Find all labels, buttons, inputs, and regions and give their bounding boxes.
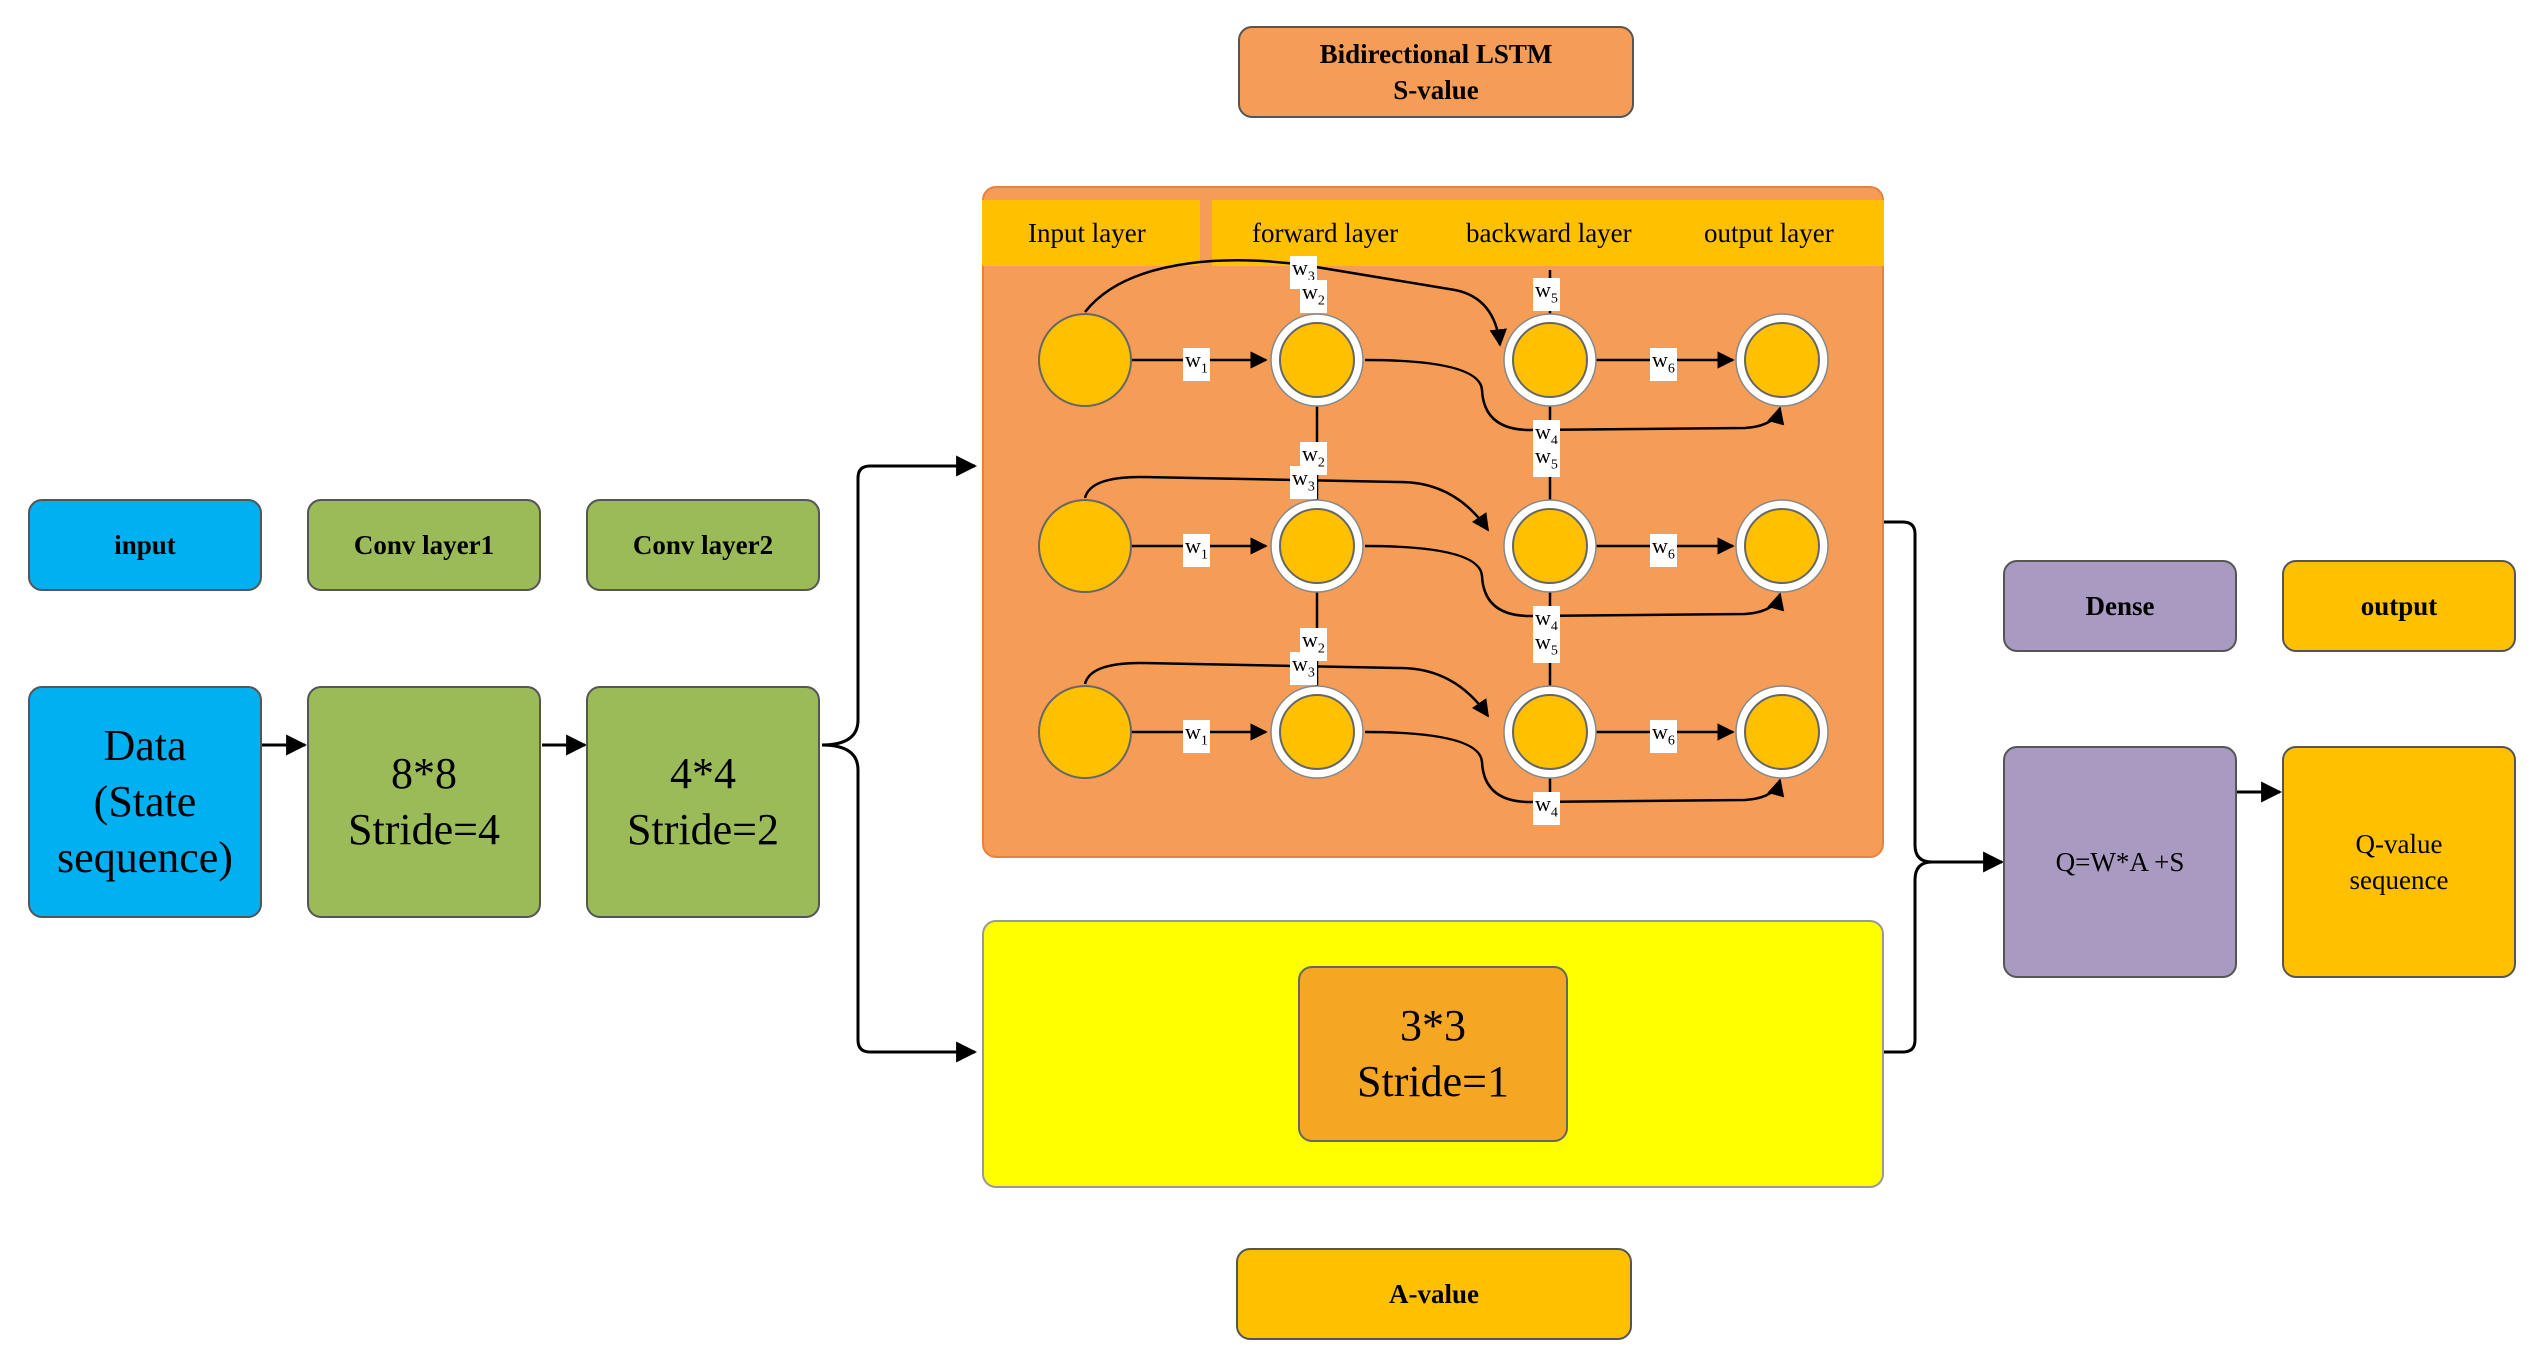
dense-formula-text: Q=W*A +S — [2055, 847, 2185, 877]
backward-node-1 — [1503, 313, 1597, 407]
weight-label-w1: w1 — [1183, 348, 1210, 382]
legend-conv-layer1-label: Conv layer1 — [353, 529, 495, 560]
qvalue-block-text: Q-value sequence — [2349, 829, 2449, 895]
weight-label-w3: w3 — [1290, 652, 1317, 686]
forward-node-3 — [1270, 685, 1364, 779]
output-node-1 — [1735, 313, 1829, 407]
lstm-header-input-label: Input layer — [1028, 217, 1146, 248]
legend-avalue-label: A-value — [1389, 1278, 1479, 1309]
legend-conv-layer2-label: Conv layer2 — [632, 529, 774, 560]
output-node-2 — [1735, 499, 1829, 593]
lstm-header-input: Input layer — [982, 200, 1200, 266]
conv3-block: 3*3 Stride=1 — [1298, 966, 1568, 1142]
forward-node-1 — [1270, 313, 1364, 407]
weight-label-w6: w6 — [1650, 534, 1677, 568]
input-node-3 — [1038, 685, 1132, 779]
weight-label-w4: w4 — [1533, 792, 1560, 826]
output-node-3 — [1735, 685, 1829, 779]
backward-node-2 — [1503, 499, 1597, 593]
bilstm-panel — [982, 186, 1884, 858]
edge-r1-in-bw — [1084, 259, 1508, 347]
input-node-1 — [1038, 313, 1132, 407]
weight-label-w5: w5 — [1533, 630, 1560, 664]
conv1-block-text: 8*8 Stride=4 — [348, 749, 500, 854]
weight-label-w6: w6 — [1650, 348, 1677, 382]
legend-input-label: input — [114, 529, 176, 560]
edge-r3-in-bw — [1083, 661, 1490, 718]
weight-label-w5: w5 — [1533, 444, 1560, 478]
weight-label-w2: w2 — [1300, 280, 1327, 314]
weight-label-w1: w1 — [1183, 534, 1210, 568]
lstm-header-forward-label: forward layer — [1252, 217, 1399, 248]
qvalue-block: Q-value sequence — [2282, 746, 2516, 978]
legend-bilstm-svalue: Bidirectional LSTM S-value — [1238, 26, 1634, 118]
legend-bilstm-svalue-label: Bidirectional LSTM S-value — [1319, 39, 1553, 105]
weight-label-w5: w5 — [1533, 278, 1560, 312]
dense-formula-block: Q=W*A +S — [2003, 746, 2237, 978]
brace-merge-lower — [1883, 860, 1933, 1054]
avalue-panel — [982, 920, 1884, 1188]
legend-dense: Dense — [2003, 560, 2237, 652]
conv2-block: 4*4 Stride=2 — [586, 686, 820, 918]
conv1-block: 8*8 Stride=4 — [307, 686, 541, 918]
legend-dense-label: Dense — [2085, 590, 2155, 621]
backward-node-3 — [1503, 685, 1597, 779]
brace-merge-upper — [1883, 520, 2005, 873]
brace-split — [821, 455, 978, 747]
legend-avalue: A-value — [1236, 1248, 1632, 1340]
legend-input: input — [28, 499, 262, 591]
input-node-2 — [1038, 499, 1132, 593]
lstm-header-output-label: output layer — [1704, 217, 1834, 248]
data-block: Data (State sequence) — [28, 686, 262, 918]
weight-label-w6: w6 — [1650, 720, 1677, 754]
edge-r1-fw-out — [1364, 358, 1785, 432]
lstm-header-layers: forward layer backward layer output laye… — [1212, 200, 1884, 266]
edge-r3-fw-out — [1364, 730, 1785, 804]
conv2-block-text: 4*4 Stride=2 — [627, 749, 779, 854]
legend-conv-layer2: Conv layer2 — [586, 499, 820, 591]
weight-label-w1: w1 — [1183, 720, 1210, 754]
brace-split-lower — [821, 743, 978, 1063]
edge-r2-fw-out — [1364, 544, 1785, 618]
weight-label-w3: w3 — [1290, 466, 1317, 500]
forward-node-2 — [1270, 499, 1364, 593]
legend-conv-layer1: Conv layer1 — [307, 499, 541, 591]
legend-output: output — [2282, 560, 2516, 652]
legend-output-label: output — [2360, 590, 2438, 621]
conv3-block-text: 3*3 Stride=1 — [1357, 1001, 1509, 1106]
pipeline-arrows — [262, 455, 2283, 1063]
edge-r2-in-bw — [1083, 475, 1490, 532]
lstm-header-backward-label: backward layer — [1466, 217, 1632, 248]
data-block-text: Data (State sequence) — [57, 721, 233, 882]
